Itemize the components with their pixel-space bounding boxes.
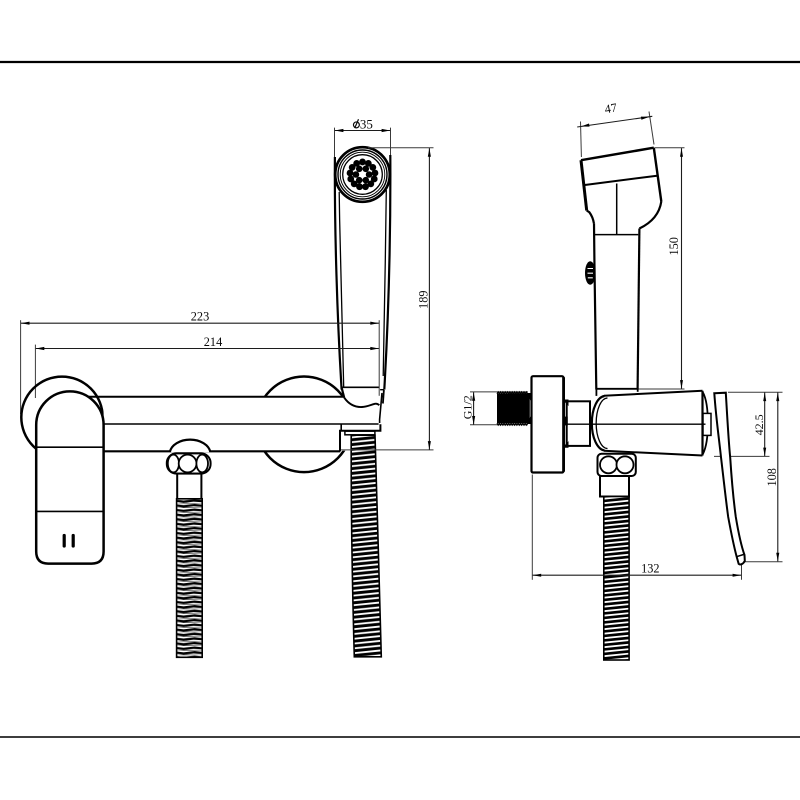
svg-text:214: 214: [204, 335, 222, 349]
svg-text:150: 150: [667, 237, 681, 255]
svg-text:223: 223: [191, 310, 209, 324]
svg-text:35: 35: [360, 116, 373, 131]
svg-text:G1/2: G1/2: [460, 395, 474, 419]
svg-text:108: 108: [765, 468, 779, 486]
svg-text:189: 189: [417, 290, 431, 308]
svg-text:42.5: 42.5: [752, 414, 766, 435]
svg-text:132: 132: [641, 561, 659, 575]
svg-text:47: 47: [604, 100, 618, 116]
